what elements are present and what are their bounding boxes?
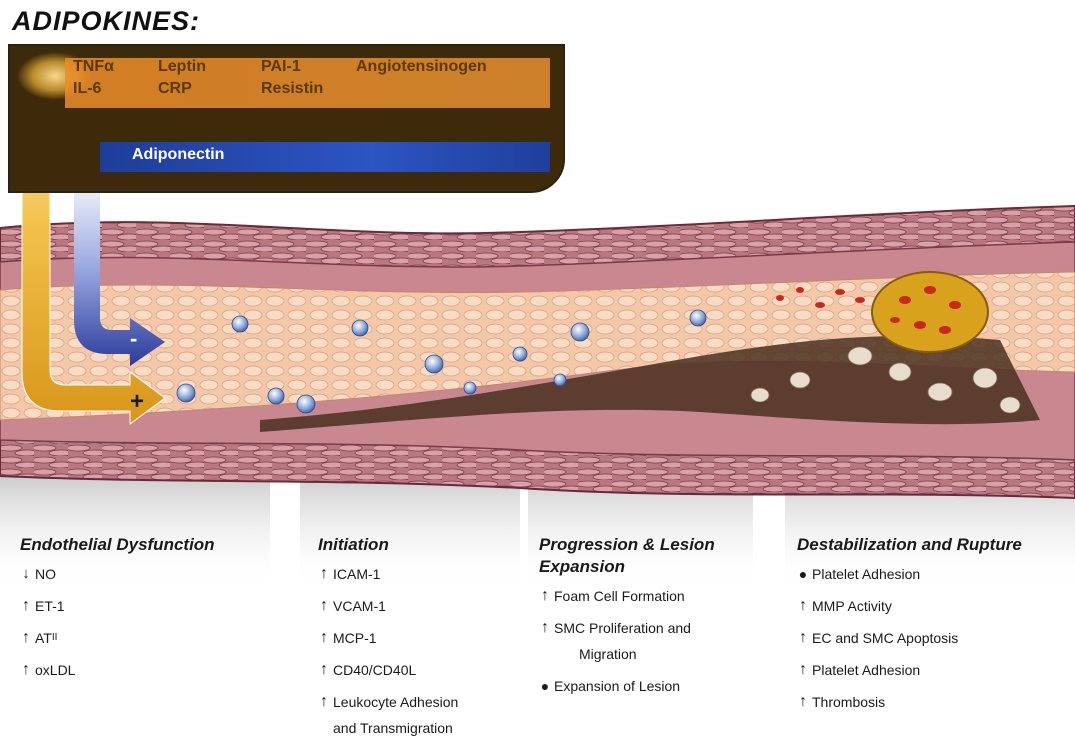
adipokine-label: Resistin [261, 80, 323, 98]
list-item: ↓NO [20, 566, 280, 582]
list-item: ↑Thrombosis [797, 694, 1072, 710]
up-arrow-icon: ↑ [318, 694, 330, 710]
up-arrow-icon: ↑ [539, 620, 551, 636]
minus-sign: - [130, 326, 137, 352]
list-item: ↑SMC Proliferation andMigration [539, 620, 764, 662]
adipose-tissue-box: TNFα Leptin PAI-1 Angiotensinogen IL-6 C… [8, 44, 565, 193]
stage-title: Progression & Lesion Expansion [539, 534, 764, 578]
list-item: ↑MCP-1 [318, 630, 528, 646]
list-item: ↑VCAM-1 [318, 598, 528, 614]
list-item: ↑ATII [20, 630, 280, 646]
stage-initiation: Initiation ↑ICAM-1 ↑VCAM-1 ↑MCP-1 ↑CD40/… [318, 534, 528, 752]
adipokine-label: PAI-1 [261, 58, 301, 76]
up-arrow-icon: ↑ [797, 694, 809, 710]
up-arrow-icon: ↑ [539, 588, 551, 604]
stage-list: ●Platelet Adhesion ↑MMP Activity ↑EC and… [797, 566, 1072, 710]
stage-progression: Progression & Lesion Expansion ↑Foam Cel… [539, 534, 764, 710]
list-item: ↑Platelet Adhesion [797, 662, 1072, 678]
up-arrow-icon: ↑ [797, 662, 809, 678]
adipokine-label: IL-6 [73, 80, 101, 98]
down-arrow-icon: ↓ [20, 566, 32, 582]
bullet-icon: ● [539, 678, 551, 694]
list-item: ↑Leukocyte Adhesionand Transmigration [318, 694, 528, 736]
stage-title: Initiation [318, 534, 528, 556]
up-arrow-icon: ↑ [318, 630, 330, 646]
list-item: ↑oxLDL [20, 662, 280, 678]
list-item: ↑CD40/CD40L [318, 662, 528, 678]
up-arrow-icon: ↑ [20, 662, 32, 678]
up-arrow-icon: ↑ [318, 566, 330, 582]
bullet-icon: ● [797, 566, 809, 582]
up-arrow-icon: ↑ [318, 598, 330, 614]
plus-sign: + [130, 388, 144, 416]
up-arrow-icon: ↑ [20, 598, 32, 614]
stage-list: ↑Foam Cell Formation ↑SMC Proliferation … [539, 588, 764, 694]
stage-title: Destabilization and Rupture [797, 534, 1072, 556]
adipokine-label: TNFα [73, 58, 114, 76]
stage-destabilization: Destabilization and Rupture ●Platelet Ad… [797, 534, 1072, 726]
up-arrow-icon: ↑ [797, 598, 809, 614]
list-item: ●Expansion of Lesion [539, 678, 764, 694]
up-arrow-icon: ↑ [797, 630, 809, 646]
adiponectin-label: Adiponectin [132, 146, 224, 164]
list-item: ↑ICAM-1 [318, 566, 528, 582]
up-arrow-icon: ↑ [318, 662, 330, 678]
stage-endothelial-dysfunction: Endothelial Dysfunction ↓NO ↑ET-1 ↑ATII … [20, 534, 280, 694]
adipokine-label: Leptin [158, 58, 206, 76]
stage-title: Endothelial Dysfunction [20, 534, 280, 556]
thrombus [872, 272, 988, 352]
list-item: ↑EC and SMC Apoptosis [797, 630, 1072, 646]
list-item: ↑Foam Cell Formation [539, 588, 764, 604]
stage-list: ↑ICAM-1 ↑VCAM-1 ↑MCP-1 ↑CD40/CD40L ↑Leuk… [318, 566, 528, 736]
adipokine-label: Angiotensinogen [356, 58, 487, 76]
up-arrow-icon: ↑ [20, 630, 32, 646]
adipokine-label: CRP [158, 80, 192, 98]
list-item: ●Platelet Adhesion [797, 566, 1072, 582]
page-title: ADIPOKINES: [12, 6, 200, 37]
list-item: ↑MMP Activity [797, 598, 1072, 614]
list-item: ↑ET-1 [20, 598, 280, 614]
stage-list: ↓NO ↑ET-1 ↑ATII ↑oxLDL [20, 566, 280, 678]
